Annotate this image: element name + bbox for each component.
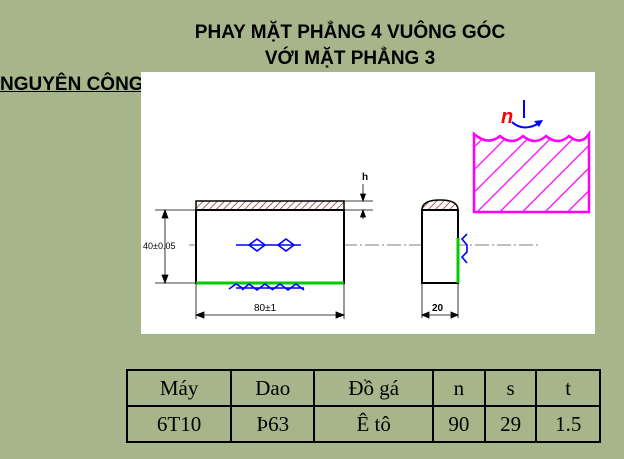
value-cell: 29 (483, 405, 538, 443)
value-cell: 1.5 (535, 405, 601, 443)
dimension-length (194, 283, 346, 319)
value-cell: 6T10 (125, 405, 233, 443)
fixture-locating-symbol-bottom (228, 282, 305, 291)
workpiece-side-view (421, 199, 460, 284)
dimension-height (155, 208, 196, 285)
technical-drawing: 40±0.05 80±1 h (141, 72, 595, 334)
header-cell: t (535, 369, 601, 407)
dim-width-label: 20 (432, 303, 444, 314)
machined-layer-front (195, 200, 345, 211)
dimension-h (344, 184, 373, 219)
header-cell: Máy (125, 369, 233, 407)
header-cell: s (483, 369, 538, 407)
header-cell: Dao (230, 369, 316, 407)
machined-layer-side (421, 199, 459, 211)
fixture-side-symbol (460, 233, 468, 264)
machining-parameters-table: Máy Dao Đồ gá n s t 6T10 Þ63 Ê tô 90 29 … (125, 369, 601, 443)
workpiece-front-view (195, 200, 345, 285)
title-line-2: VỚI MẶT PHẲNG 3 (264, 48, 436, 69)
dim-length-label: 80±1 (254, 303, 277, 314)
table-row: 6T10 Þ63 Ê tô 90 29 1.5 (125, 405, 601, 443)
title-line-1: PHAY MẶT PHẲNG 4 VUÔNG GÓC (194, 22, 506, 43)
header-cell: n (432, 369, 486, 407)
value-cell: Ê tô (313, 405, 434, 443)
operation-heading: NGUYÊN CÔNG 4 (0, 74, 160, 95)
label-h: h (362, 172, 368, 183)
value-cell: Þ63 (230, 405, 316, 443)
value-cell: 90 (432, 405, 486, 443)
dimension-width (420, 283, 460, 319)
rotation-arrow-icon (511, 100, 543, 129)
label-n: n (501, 106, 513, 128)
drawing-svg: 40±0.05 80±1 h (143, 100, 591, 319)
header-cell: Đồ gá (313, 369, 434, 407)
fixture-clamp-symbol (236, 238, 301, 252)
dim-height-label: 40±0.05 (143, 241, 175, 251)
milling-cutter (472, 129, 591, 214)
table-header-row: Máy Dao Đồ gá n s t (125, 369, 601, 407)
